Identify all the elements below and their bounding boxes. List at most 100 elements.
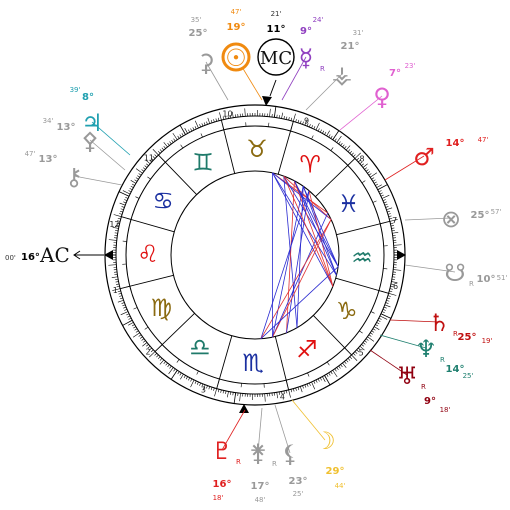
degree-tick — [373, 181, 377, 184]
degree-tick — [154, 154, 157, 157]
neptune-marker: ♆14°25'R — [379, 334, 474, 380]
chiron-degree: 13° — [39, 154, 58, 165]
degree-tick — [163, 361, 166, 364]
degree-tick — [370, 172, 378, 178]
aspect-line — [272, 172, 332, 220]
chiron-minute: 47' — [25, 150, 36, 158]
sign-boundary-line — [313, 315, 352, 356]
mc-line — [269, 79, 277, 97]
house-number: 6 — [393, 282, 398, 291]
mercury-degree: 9° — [300, 26, 312, 37]
degree-tick — [345, 145, 351, 151]
degree-tick — [342, 362, 347, 368]
degree-tick — [293, 113, 296, 122]
mars-minute: 47' — [478, 136, 489, 144]
pallas-marker: ⚴13°34' — [43, 117, 126, 171]
degree-tick — [322, 376, 326, 382]
sign-libra-icon: ♎ — [189, 334, 211, 362]
degree-tick — [239, 393, 241, 402]
degree-tick — [179, 372, 182, 376]
asc-degree: 16° — [21, 252, 40, 263]
degree-tick — [128, 190, 132, 193]
degree-tick — [152, 149, 159, 156]
neptune-minute: 25' — [463, 372, 474, 380]
mc-minute: 21' — [271, 10, 282, 18]
degree-tick — [127, 315, 131, 318]
degree-tick — [390, 225, 394, 227]
degree-tick — [269, 108, 271, 117]
degree-tick — [230, 115, 232, 119]
degree-tick — [359, 161, 363, 165]
sun-minute: 47' — [231, 8, 242, 16]
degree-tick — [382, 309, 386, 311]
degree-tick — [293, 388, 295, 392]
ic-arrowhead — [239, 404, 249, 413]
moon-degree: 29° — [326, 466, 345, 477]
degree-tick — [376, 322, 380, 325]
house-number: 1 — [113, 286, 118, 295]
pallas-degree: 13° — [57, 122, 76, 133]
degree-tick — [302, 121, 304, 125]
degree-tick — [365, 338, 369, 341]
planet-connector-line — [404, 264, 456, 273]
dsc-arrowhead — [397, 250, 406, 260]
degree-tick — [165, 362, 168, 366]
degree-tick — [142, 167, 146, 170]
aspect-line — [294, 180, 337, 276]
aspect-line — [283, 175, 334, 287]
degree-tick — [379, 315, 388, 320]
aspect-line — [272, 172, 337, 276]
degree-tick — [285, 390, 288, 394]
degree-tick — [358, 347, 361, 351]
degree-tick — [154, 353, 157, 356]
degree-tick — [306, 383, 309, 387]
degree-tick — [179, 134, 182, 138]
degree-tick — [351, 354, 358, 361]
degree-tick — [364, 340, 368, 343]
saturn-degree: 25° — [458, 332, 477, 343]
asc-arrow-icon — [73, 250, 81, 260]
degree-tick — [111, 276, 118, 278]
degree-tick — [128, 317, 132, 320]
asc-minute: 00' — [5, 254, 16, 262]
degree-tick — [361, 163, 364, 166]
planet-connector-line — [389, 319, 440, 323]
degree-tick — [146, 163, 149, 166]
degree-tick — [309, 124, 311, 128]
inner-degree-tick — [176, 359, 180, 363]
degree-tick — [168, 367, 174, 375]
jupiter-minute: 39' — [70, 86, 81, 94]
aspect-line — [283, 175, 339, 267]
degree-tick — [368, 334, 372, 337]
degree-tick — [373, 326, 380, 330]
degree-tick — [264, 393, 266, 402]
aspect-line — [294, 180, 334, 287]
moon-minute: 44' — [335, 482, 346, 490]
degree-tick — [194, 380, 197, 384]
degree-tick — [358, 159, 361, 163]
sign-sagittarius-icon: ♐ — [296, 336, 318, 364]
degree-tick — [119, 297, 123, 300]
degree-tick — [119, 213, 123, 215]
sign-virgo-icon: ♍ — [151, 294, 173, 322]
degree-tick — [125, 196, 129, 199]
planet-connector-line — [89, 139, 126, 171]
sign-boundary-line — [216, 335, 233, 389]
degree-tick — [199, 124, 201, 128]
uranus-degree: 9° — [424, 396, 436, 407]
degree-tick — [134, 179, 138, 182]
degree-tick — [330, 135, 333, 139]
degree-tick — [119, 202, 126, 206]
degree-tick — [391, 230, 395, 232]
planet-connector-line — [257, 407, 263, 453]
degree-tick — [122, 190, 131, 195]
degree-tick — [290, 389, 293, 393]
mc-marker: MC 11° 21' — [239, 10, 295, 413]
sign-boundary-line — [120, 274, 174, 290]
degree-tick — [278, 391, 280, 395]
degree-tick — [365, 169, 369, 172]
mercury-minute: 24' — [313, 16, 324, 24]
sign-leo-icon: ♌ — [137, 240, 159, 268]
